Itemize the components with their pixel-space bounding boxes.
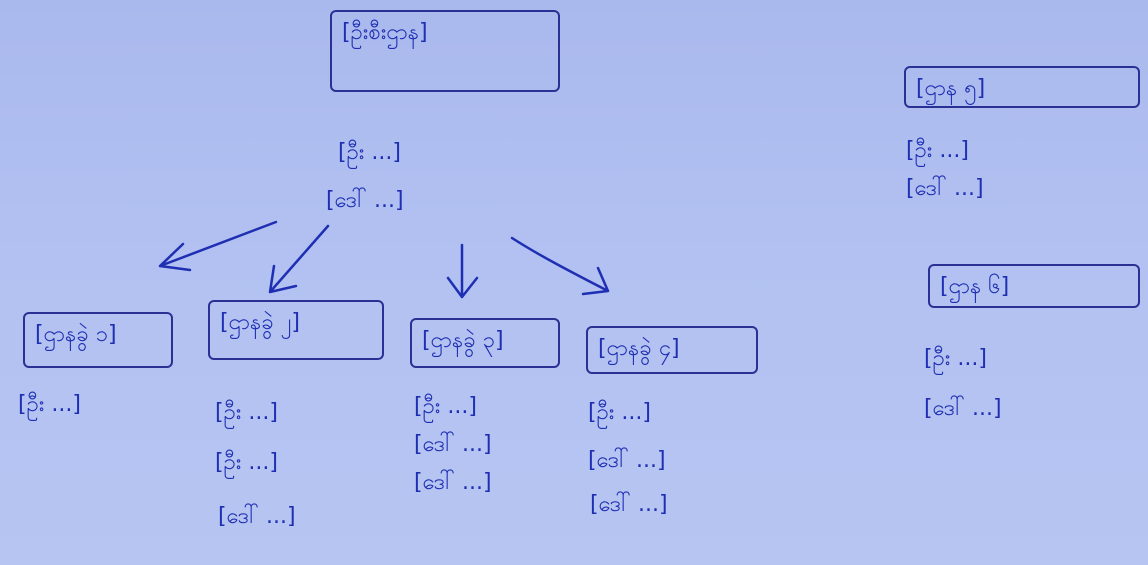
child-node-1-box: [ဌာနခွဲ ၁] <box>23 312 173 368</box>
child-node-2-line-1: [ဦး ...] <box>215 400 278 425</box>
side-node-1-line-2: [ဒေါ် ...] <box>906 176 984 201</box>
arrow-to-child-3 <box>446 243 479 299</box>
child-node-3-line-1: [ဦး ...] <box>414 394 477 419</box>
child-node-2-line-2: [ဦး ...] <box>215 450 278 475</box>
child-node-4-line-2: [ဒေါ် ...] <box>588 448 666 473</box>
child-node-4-line-1: [ဦး ...] <box>588 400 651 425</box>
main-node-title: [ဦးစီးဌာန] <box>342 20 428 45</box>
side-node-2-title: [ဌာန ၆] <box>940 274 1010 299</box>
side-node-2-line-2: [ဒေါ် ...] <box>924 396 1002 421</box>
main-node-box: [ဦးစီးဌာန] <box>330 10 560 92</box>
arrow-to-child-2 <box>268 224 330 294</box>
child-node-1-line-1: [ဦး ...] <box>18 392 81 417</box>
child-node-2-line-3: [ဒေါ် ...] <box>218 504 296 529</box>
child-node-4-box: [ဌာနခွဲ ၄] <box>586 326 758 374</box>
child-node-3-line-3: [ဒေါ် ...] <box>414 470 492 495</box>
arrow-to-child-4 <box>510 236 610 296</box>
child-node-3-title: [ဌာနခွဲ ၃] <box>422 328 504 353</box>
main-node-line-1: [ဦး ...] <box>338 140 401 165</box>
arrow-to-child-1 <box>158 220 278 272</box>
child-node-2-box: [ဌာနခွဲ ၂] <box>208 300 384 360</box>
child-node-3-box: [ဌာနခွဲ ၃] <box>410 318 560 368</box>
side-node-2-box: [ဌာန ၆] <box>928 264 1140 308</box>
child-node-1-title: [ဌာနခွဲ ၁] <box>35 322 117 347</box>
child-node-4-line-3: [ဒေါ် ...] <box>590 492 668 517</box>
main-node-line-2: [ဒေါ် ...] <box>326 188 404 213</box>
side-node-1-title: [ဌာန ၅] <box>916 76 986 101</box>
child-node-4-title: [ဌာနခွဲ ၄] <box>598 336 680 361</box>
side-node-1-box: [ဌာန ၅] <box>904 66 1140 108</box>
side-node-1-line-1: [ဦး ...] <box>906 138 969 163</box>
child-node-2-title: [ဌာနခွဲ ၂] <box>220 310 300 335</box>
side-node-2-line-1: [ဦး ...] <box>924 346 987 371</box>
child-node-3-line-2: [ဒေါ် ...] <box>414 432 492 457</box>
